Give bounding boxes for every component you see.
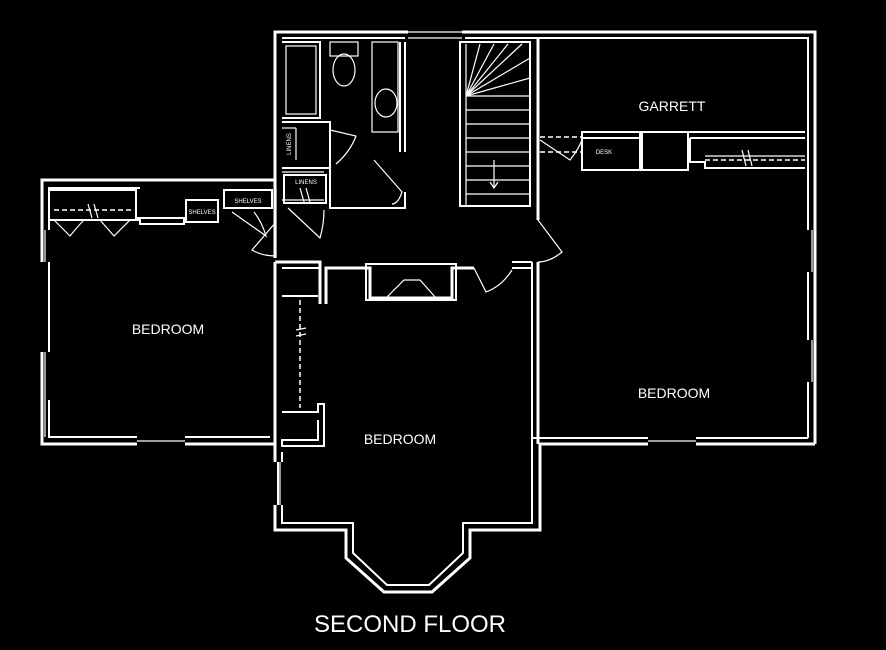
interior-walls — [50, 38, 805, 447]
room-label-garrett: GARRETT — [639, 98, 706, 114]
shelves-right-label: SHELVES — [234, 199, 261, 205]
room-label-bedroom-left: BEDROOM — [132, 321, 204, 337]
room-label-bedroom-center: BEDROOM — [364, 431, 436, 447]
door-swings — [53, 129, 583, 293]
linens-vertical-label: LINENS — [287, 133, 293, 155]
linens-horizontal-label: LINENS — [295, 180, 317, 186]
exterior-walls — [40, 30, 817, 594]
shelves-left-label: SHELVES — [188, 210, 215, 216]
floor-title: SECOND FLOOR — [314, 611, 506, 638]
room-label-bedroom-right: BEDROOM — [638, 385, 710, 401]
desk-label: DESK — [596, 150, 612, 156]
